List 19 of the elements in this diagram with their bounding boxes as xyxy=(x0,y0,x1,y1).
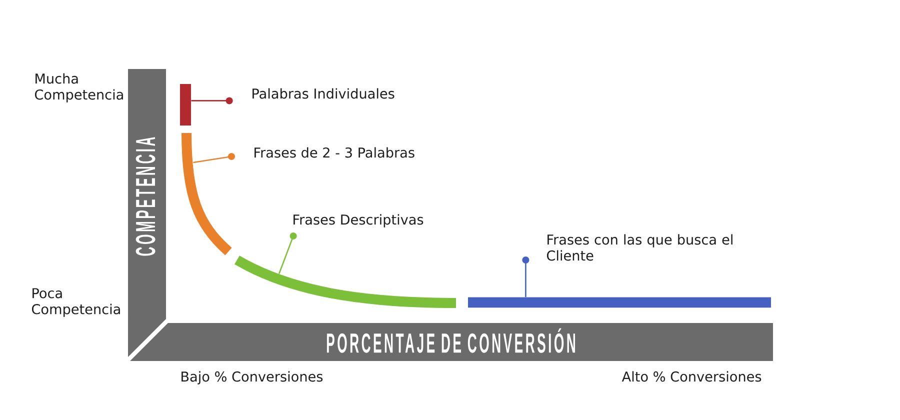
leader-line xyxy=(191,97,233,104)
node-label: COMPETENCIA xyxy=(136,137,156,256)
axis-end-label: Bajo % Conversiones xyxy=(182,371,323,384)
bar-segment xyxy=(468,297,771,308)
leader-line xyxy=(522,256,530,298)
callout-label: Frases de 2 - 3 Palabras xyxy=(254,147,414,158)
leader-line xyxy=(278,232,297,274)
bar-segment xyxy=(180,84,191,126)
callout-label: Frases con las que busca el Cliente xyxy=(546,234,732,261)
arc-segment xyxy=(234,256,456,308)
axis-end-label: Poca Competencia xyxy=(32,288,120,317)
arc-segment xyxy=(182,132,232,256)
node-label: PORCENTAJE DE CONVERSIÓN xyxy=(326,328,576,353)
callout-label: Palabras Individuales xyxy=(252,88,394,99)
leader-line xyxy=(193,153,235,164)
callout-label: Frases Descriptivas xyxy=(294,214,424,228)
axis-end-label: Mucha Competencia xyxy=(34,73,123,102)
axis-band: COMPETENCIA xyxy=(128,69,166,357)
axis-end-label: Alto % Conversiones xyxy=(622,371,762,382)
